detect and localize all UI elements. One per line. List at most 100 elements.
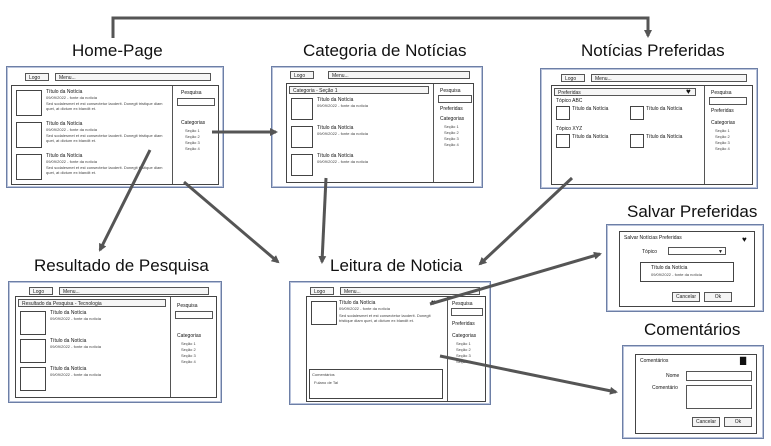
search-input[interactable] [175,311,213,319]
news-title: Título da Notícia [46,121,83,127]
arrow-home-to-resultado [98,149,152,252]
comments-box: Comentários Fulano de Tal [309,369,443,399]
news-text: Sed sodalesmet et est consectetur laoder… [46,101,163,111]
content-area: Categoria - Seção 1 Título da Notícia 09… [286,83,474,183]
truck-thumbnail [16,154,42,180]
section-1[interactable]: Seção 1 [715,128,730,133]
search-input[interactable] [709,97,747,105]
section-2[interactable]: Seção 2 [456,347,471,352]
section-2[interactable]: Seção 2 [181,347,196,352]
menu-bar: Menu... [59,287,209,295]
title-leitura-noticia: Leitura de Noticia [330,256,463,275]
content-area: Título da Notícia 09/09/2022 - fonte da … [306,296,486,402]
title-categoria-noticias: Categoria de Notícias [303,41,467,60]
section-1[interactable]: Seção 1 [181,341,196,346]
ok-button[interactable]: Ok [724,417,752,427]
news-meta: 09/09/2022 - fonte da notícia [651,272,702,277]
fireworks-thumbnail [630,134,644,148]
menu-bar: Menu... [591,74,747,82]
truck-thumbnail [20,367,46,391]
section-1[interactable]: Seção 1 [185,128,200,133]
section-2[interactable]: Seção 2 [715,134,730,139]
section-4[interactable]: Seção 4 [185,146,200,151]
search-label: Pesquisa [177,303,198,309]
arrow-home-to-leitura [183,180,280,264]
search-result-bar: Resultado da Pesquisa - Tecnologia [18,299,166,307]
section-2[interactable]: Seção 2 [444,130,459,135]
news-text: Sed sodalesmet et est consectetur laoder… [46,133,163,143]
logo-box: Logo [310,287,334,295]
topic-label: Tópico [642,249,658,255]
news-title: Título da Notícia [317,97,354,103]
section-3[interactable]: Seção 3 [456,353,471,358]
title-comentarios: Comentários [644,320,741,339]
name-input[interactable] [686,371,752,381]
search-label: Pesquisa [452,301,473,307]
news-meta: 09/09/2022 - fonte da notícia [317,131,368,136]
comment-label: Comentário [652,385,678,391]
menu-bar: Menu... [55,73,211,81]
truck-thumbnail [556,134,570,148]
search-input[interactable] [451,308,483,316]
arrow-preferidas-to-leitura [478,176,574,266]
section-3[interactable]: Seção 3 [444,136,459,141]
cancel-button[interactable]: Cancelar [672,292,700,302]
preferidas-label: Preferidas [452,321,475,327]
categoria-wireframe: Logo Menu... Categoria - Seção 1 Título … [271,66,483,188]
salvar-preferidas-wireframe: Salvar Notícias Preferidas ♥ Tópico ▼ Tí… [606,224,764,312]
home-page-wireframe: Logo Menu... Título da Notícia 09/09/202… [6,66,224,188]
ok-button[interactable]: Ok [704,292,732,302]
topic-xyz-label: Tópico XYZ [556,126,583,132]
news-title: Título da Notícia [50,338,87,344]
section-4[interactable]: Seção 4 [444,142,459,147]
section-4[interactable]: Seção 4 [181,359,196,364]
news-text: Sed sodalesmet et est consectetur laoder… [46,165,163,175]
search-input[interactable] [438,95,472,103]
truck-thumbnail [291,154,313,176]
content-area: Resultado da Pesquisa - Tecnologia Títul… [15,296,217,398]
logo-box: Logo [29,287,53,295]
search-input[interactable] [177,98,215,106]
landscape-thumbnail [630,106,644,120]
categories-label: Categorias [177,333,202,339]
title-salvar-preferidas: Salvar Preferidas [627,202,758,221]
preferidas-label: Preferidas [711,108,734,114]
dialog-title: Comentários [640,358,669,364]
categories-label: Categorias [452,333,477,339]
news-title: Título da Notícia [317,153,354,159]
news-body: Sed sodalesmet et est consectetur laoder… [339,313,431,323]
cancel-button[interactable]: Cancelar [692,417,720,427]
comment-textarea[interactable] [686,385,752,409]
landscape-thumbnail [291,126,313,148]
section-3[interactable]: Seção 3 [181,353,196,358]
heart-icon[interactable]: ♥ [686,87,691,96]
arrow-leitura-to-salvar [429,251,602,306]
logo-box: Logo [290,71,314,79]
heart-icon: ♥ [742,235,747,244]
fireworks-thumbnail [20,311,46,335]
sidebar: Pesquisa Preferidas Categorias Seção 1 S… [433,84,474,182]
chat-icon: ▇ [740,356,747,365]
news-title: Título da Notícia [339,300,376,306]
sidebar: Pesquisa Categorias Seção 1 Seção 2 Seçã… [172,86,219,184]
dialog: Salvar Notícias Preferidas ♥ Tópico ▼ Tí… [619,231,755,307]
news-title: Título da Notícia [46,153,83,159]
preferidas-label: Preferidas [440,106,463,112]
section-3[interactable]: Seção 3 [185,140,200,145]
section-4[interactable]: Seção 4 [715,146,730,151]
section-1[interactable]: Seção 1 [456,341,471,346]
topic-select[interactable]: ▼ [668,247,726,255]
search-label: Pesquisa [181,90,202,96]
news-meta: 09/09/2022 - fonte da notícia [50,316,101,321]
section-2[interactable]: Seção 2 [185,134,200,139]
landscape-thumbnail [16,122,42,148]
preferidas-wireframe: Logo Menu... Preferidas ♥ Tópico ABC Tít… [540,68,758,189]
section-1[interactable]: Seção 1 [444,124,459,129]
news-meta: 09/09/2022 - fonte da notícia [317,159,368,164]
logo-box: Logo [561,74,585,82]
section-3[interactable]: Seção 3 [715,140,730,145]
logo-box: Logo [25,73,49,81]
news-title: Título da Notícia [572,134,609,140]
selected-news-card: Título da Notícia 09/09/2022 - fonte da … [640,262,734,282]
